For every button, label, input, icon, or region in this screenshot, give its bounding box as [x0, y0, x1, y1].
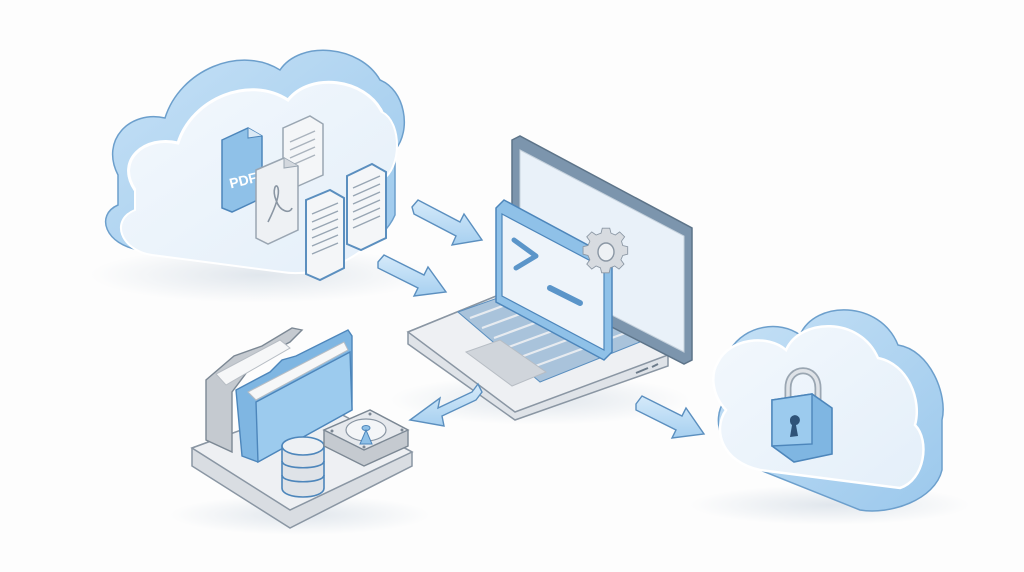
database-icon [281, 436, 325, 498]
blue-folder-icon [235, 329, 353, 464]
gray-folder-icon [205, 327, 304, 454]
keyhole-icon [789, 415, 800, 437]
text-document-icon [346, 162, 387, 252]
acrobat-pdf-document-icon [255, 157, 299, 245]
arrow-cloud-to-laptop-icon [377, 254, 448, 297]
gear-icon [582, 227, 629, 274]
arrow-laptop-to-storage-icon [408, 382, 483, 427]
hard-drive-icon [322, 409, 410, 467]
pdf-label: PDF [228, 169, 259, 191]
text-document-icon [305, 188, 345, 282]
arrow-cloud-to-laptop-icon [411, 199, 484, 246]
terminal-prompt-icon [511, 237, 539, 271]
terminal-cursor-icon [547, 285, 583, 306]
padlock-icon [771, 367, 833, 463]
arrow-laptop-to-secure-cloud-icon [635, 395, 706, 439]
terminal-window [495, 199, 613, 361]
trackpad [464, 339, 548, 387]
